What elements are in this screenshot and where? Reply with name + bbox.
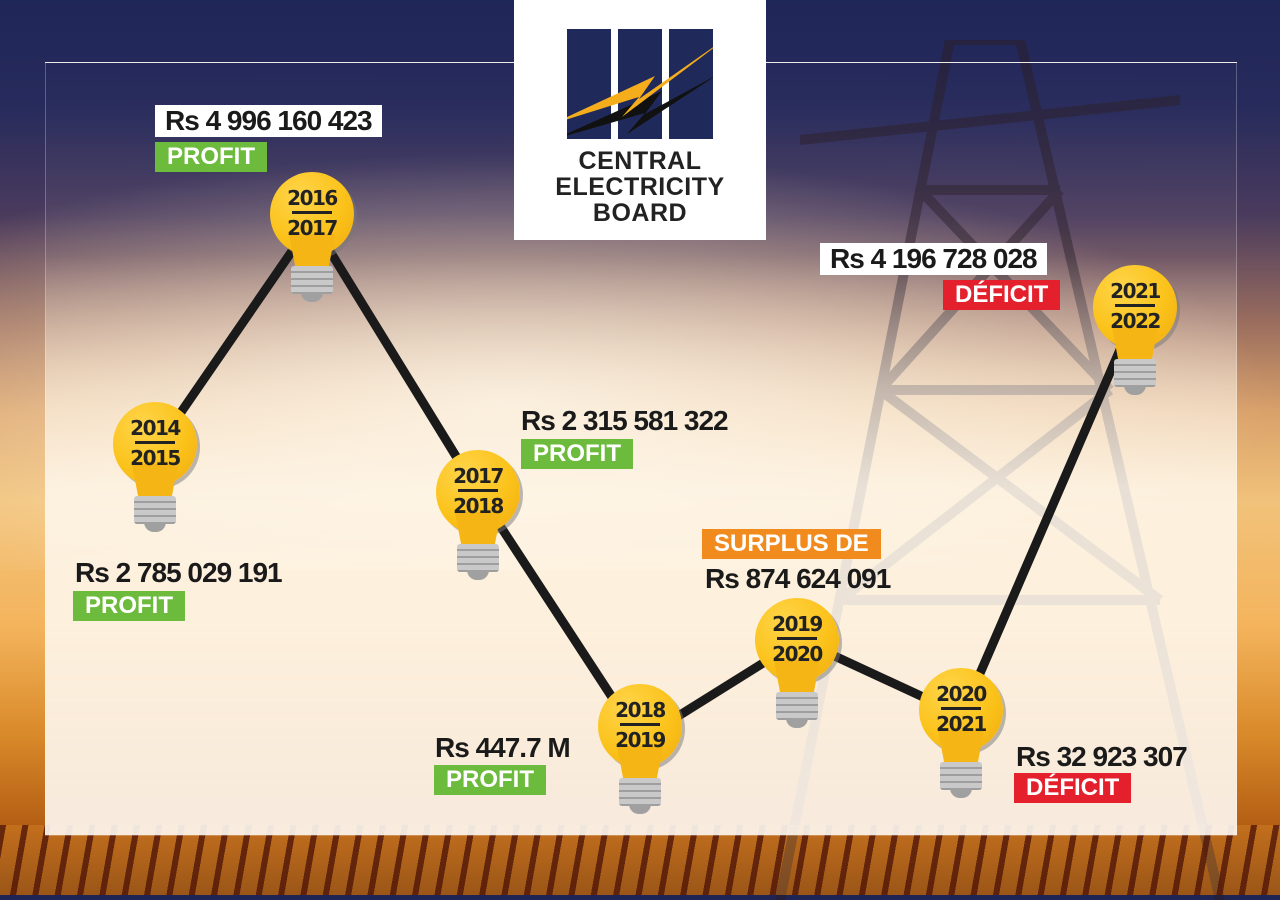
amount-2018-2019: Rs 447.7 M — [435, 732, 571, 763]
amount-2014-2015: Rs 2 785 029 191 — [75, 557, 283, 588]
status-badge-2020-2021: DÉFICIT — [1014, 773, 1132, 803]
status-badge-2014-2015: PROFIT — [73, 591, 185, 621]
status-badge-2021-2022: DÉFICIT — [943, 280, 1061, 310]
status-badge-2019-2020: SURPLUS DE — [702, 529, 881, 559]
amount-2017-2018: Rs 2 315 581 322 — [521, 405, 729, 436]
amount-2020-2021: Rs 32 923 307 — [1016, 741, 1188, 772]
status-badge-2016-2017: PROFIT — [155, 142, 267, 172]
ceb-logo: CENTRAL ELECTRICITY BOARD — [514, 0, 766, 240]
amount-2019-2020: Rs 874 624 091 — [705, 563, 891, 594]
status-badge-2017-2018: PROFIT — [521, 439, 633, 469]
status-badge-2018-2019: PROFIT — [434, 765, 546, 795]
amount-2021-2022: Rs 4 196 728 028 — [820, 243, 1047, 275]
substation-silhouette — [0, 825, 1280, 895]
logo-wordmark: CENTRAL ELECTRICITY BOARD — [555, 147, 725, 227]
amount-2016-2017: Rs 4 996 160 423 — [155, 105, 382, 137]
lightning-bolt-icon — [567, 29, 713, 139]
